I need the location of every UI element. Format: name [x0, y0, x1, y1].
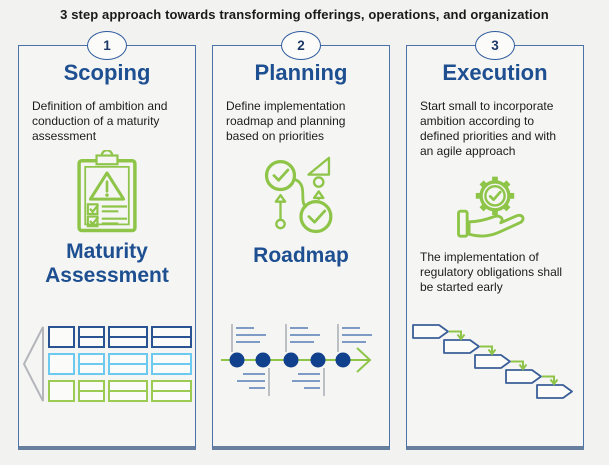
milestone-circle: [264, 159, 297, 192]
gear-inner-circle: [484, 185, 506, 207]
hand-palm: [467, 213, 525, 238]
gear-body: [479, 180, 511, 212]
timeline-svg: [221, 324, 372, 396]
step-description: Start small to incorporate ambition acco…: [420, 99, 557, 158]
step-icon-wrap: [19, 150, 195, 236]
check-mark: [488, 190, 502, 202]
step-description: Definition of ambition and conduction of…: [32, 99, 168, 143]
hand-cuff: [457, 209, 469, 238]
curved-path: [293, 177, 308, 209]
up-arrow: [274, 193, 287, 203]
step-number: 2: [297, 38, 305, 53]
step-number-badge: 2: [281, 31, 321, 60]
roadmap-milestones-flag-icon: [264, 156, 333, 234]
segmented-rows-svg: [22, 326, 192, 402]
clipboard-clip: [95, 154, 119, 166]
callout-text-lines: [236, 327, 372, 389]
timeline-milestones-diagram: [213, 320, 389, 398]
step-card-planning: 2 Planning Define implementation roadmap…: [212, 31, 390, 450]
clipboard-clip-ring: [100, 150, 114, 156]
row-green: [48, 380, 192, 402]
step-label: Roadmap: [253, 244, 349, 267]
step-card-scoping: 1 Scoping Definition of ambition and con…: [18, 31, 196, 450]
row-navy: [48, 326, 192, 348]
step-icon-wrap: [213, 154, 389, 240]
callout-stems: [231, 324, 339, 396]
step-card-execution: 3 Execution Start small to incorporate a…: [406, 31, 584, 450]
row-light-blue: [48, 353, 192, 375]
checklist-row: [86, 215, 128, 228]
step-number: 1: [103, 38, 111, 53]
gantt-cascade-diagram: [407, 322, 583, 404]
hand-holding-gear-check-icon: [457, 176, 525, 238]
checklist-row: [86, 203, 128, 216]
step-number: 3: [491, 38, 499, 53]
gantt-svg: [412, 324, 573, 399]
up-arrow: [312, 190, 325, 200]
step-label: Maturity Assessment: [45, 240, 169, 288]
step-number-badge: 3: [475, 31, 515, 60]
warning-triangle: [88, 171, 126, 201]
clipboard-checklist-warning-icon: [77, 150, 137, 233]
gantt-connectors: [449, 330, 559, 386]
step-icon-wrap: [407, 167, 583, 242]
step-cards: 1 Scoping Definition of ambition and con…: [18, 31, 584, 450]
right-arrowhead: [356, 347, 372, 373]
step-number-badge: 1: [87, 31, 127, 60]
milestone-circle: [299, 200, 333, 234]
slide-title: 3 step approach towards transforming off…: [60, 7, 549, 22]
left-arrowhead: [22, 326, 44, 402]
step-note: The implementation of regulatory obligat…: [420, 250, 563, 294]
step-heading: Scoping: [63, 60, 151, 85]
gantt-bars: [412, 324, 573, 399]
step-heading: Planning: [254, 60, 348, 85]
step-description: Define implementation roadmap and planni…: [226, 99, 346, 143]
flag: [307, 156, 331, 176]
timeline-dots: [229, 352, 351, 368]
segmented-rows-diagram: [19, 324, 195, 404]
step-heading: Execution: [442, 60, 548, 85]
